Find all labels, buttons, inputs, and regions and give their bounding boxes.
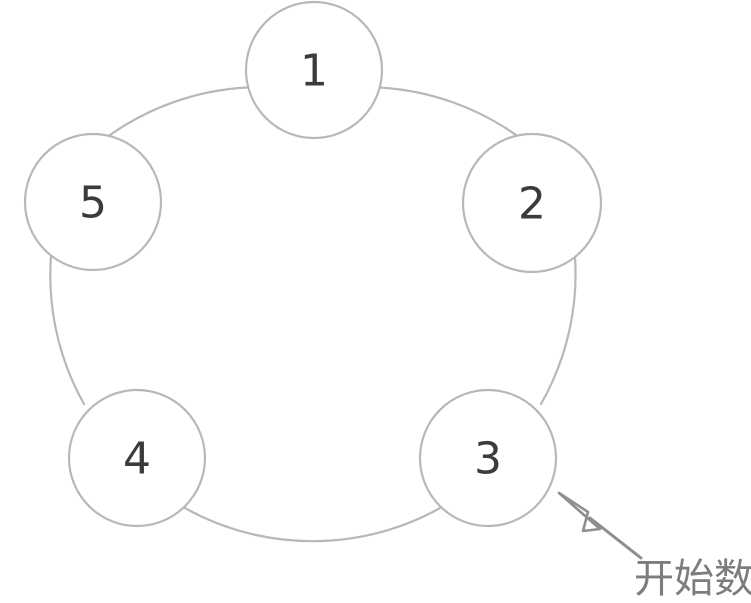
node-4-label: 4 <box>123 434 151 485</box>
node-5[interactable]: 5 <box>23 132 163 272</box>
edge-3-4 <box>182 506 443 543</box>
node-2[interactable]: 2 <box>461 132 603 274</box>
arrow-head-icon <box>557 491 602 533</box>
node-1-circle[interactable] <box>244 0 384 140</box>
arrow-shaft <box>588 516 643 560</box>
edge-2-3 <box>539 244 577 406</box>
node-2-circle[interactable] <box>461 132 603 274</box>
edge-4-5 <box>49 244 86 406</box>
annotation-label: 开始数 <box>634 556 751 602</box>
edge-group <box>49 86 577 543</box>
node-2-label: 2 <box>518 179 546 230</box>
node-5-label: 5 <box>79 178 107 229</box>
node-3[interactable]: 3 <box>418 388 558 528</box>
node-group: 1 2 3 4 5 <box>23 0 603 528</box>
node-1-label: 1 <box>300 46 328 97</box>
node-1[interactable]: 1 <box>244 0 384 140</box>
annotation-arrow <box>557 491 643 560</box>
node-5-circle[interactable] <box>23 132 163 272</box>
node-4[interactable]: 4 <box>67 388 207 528</box>
edge-1-2 <box>378 86 521 139</box>
edge-5-1 <box>105 86 249 139</box>
node-3-label: 3 <box>474 434 502 485</box>
node-4-circle[interactable] <box>67 388 207 528</box>
node-3-circle[interactable] <box>418 388 558 528</box>
